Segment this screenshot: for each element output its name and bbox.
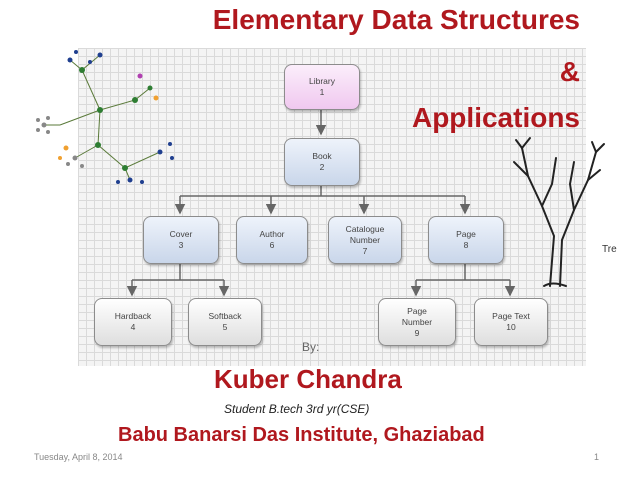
node-label: Softback bbox=[208, 311, 242, 321]
node-number: 9 bbox=[414, 327, 420, 338]
institute-name: Babu Banarsi Das Institute, Ghaziabad bbox=[118, 424, 485, 446]
node-label: Library bbox=[309, 76, 335, 86]
node-label: Catalogue Number bbox=[345, 223, 385, 245]
node-cover: Cover 3 bbox=[143, 216, 219, 264]
node-author: Author 6 bbox=[236, 216, 308, 264]
title-line-1: Elementary Data Structures bbox=[212, 4, 580, 35]
node-number: 7 bbox=[362, 245, 368, 256]
node-number: 6 bbox=[269, 240, 275, 250]
node-library: Library 1 bbox=[284, 64, 360, 110]
node-number: 8 bbox=[463, 240, 469, 250]
bare-tree-icon bbox=[513, 137, 605, 287]
node-label: Author bbox=[259, 229, 285, 239]
slide-number: 1 bbox=[594, 452, 600, 462]
node-number: 10 bbox=[506, 322, 516, 332]
author-name: Kuber Chandra bbox=[214, 364, 402, 394]
by-label: By: bbox=[302, 340, 320, 354]
node-label: Cover bbox=[169, 229, 193, 239]
node-label: Page Number bbox=[401, 305, 433, 327]
title-line-2: & bbox=[559, 56, 580, 87]
node-label: Page bbox=[456, 229, 476, 239]
node-label: Hardback bbox=[114, 311, 152, 321]
author-role: Student B.tech 3rd yr(CSE) bbox=[224, 402, 370, 416]
node-number: 4 bbox=[130, 322, 136, 332]
node-book: Book 2 bbox=[284, 138, 360, 186]
node-softback: Softback 5 bbox=[188, 298, 262, 346]
node-number: 2 bbox=[319, 162, 325, 172]
node-page: Page 8 bbox=[428, 216, 504, 264]
node-label: Page Text bbox=[492, 311, 530, 321]
title-line-3: Applications bbox=[411, 102, 580, 133]
footer-date: Tuesday, April 8, 2014 bbox=[34, 452, 123, 462]
node-number: 1 bbox=[319, 87, 325, 97]
node-page-number: Page Number 9 bbox=[378, 298, 456, 346]
node-catalogue-number: Catalogue Number 7 bbox=[328, 216, 402, 264]
node-number: 3 bbox=[178, 240, 184, 250]
node-hardback: Hardback 4 bbox=[94, 298, 172, 346]
node-number: 5 bbox=[222, 322, 228, 332]
node-page-text: Page Text 10 bbox=[474, 298, 548, 346]
node-label: Book bbox=[312, 151, 332, 161]
tree-caption: Tre bbox=[602, 244, 617, 255]
network-graph-icon bbox=[36, 50, 174, 184]
